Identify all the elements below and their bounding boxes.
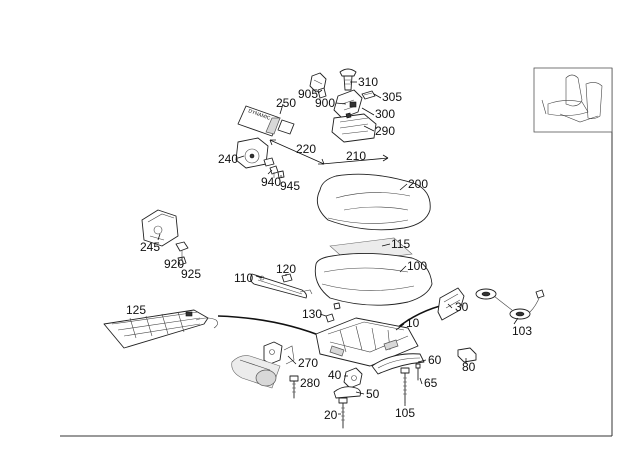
label-925: 925 [181,267,201,281]
label-300: 300 [375,107,395,121]
bolt-280 [289,375,299,399]
clip-130 [325,302,341,323]
label-280: 280 [300,376,320,390]
label-305: 305 [382,90,402,104]
label-270: 270 [298,356,318,370]
bracket-120 [281,273,313,295]
label-120: 120 [276,262,296,276]
bolt-20 [338,397,348,429]
fastener-305 [361,90,376,100]
seat-cushion-frame-100 [314,252,433,306]
connector-cluster-900 [309,72,363,119]
switch-plate-250: DYNAMIC [237,105,295,137]
label-20: 20 [324,408,338,422]
side-bracket-30 [437,287,465,321]
label-945: 945 [280,179,300,193]
seat-base-frame-10 [315,317,419,367]
label-210: 210 [346,149,366,163]
label-30: 30 [455,300,469,314]
label-125: 125 [126,303,146,317]
dimension-arrows [269,139,389,165]
trim-panel-60 [371,353,425,375]
label-10: 10 [406,316,420,330]
label-100: 100 [407,259,427,273]
label-40: 40 [328,368,342,382]
label-240: 240 [218,152,238,166]
motor-unit-240 [235,137,275,169]
label-103: 103 [512,324,532,338]
label-250: 250 [276,96,296,110]
seat-overview-thumbnail [533,67,613,133]
pin-65 [415,363,421,381]
motor-cylinder [231,355,281,389]
sensor-103 [475,288,545,320]
bracket-40 [343,367,363,389]
label-940: 940 [261,175,281,189]
clips-920-925 [175,241,189,266]
label-110: 110 [234,271,253,285]
label-900: 900 [315,96,335,110]
label-220: 220 [296,142,316,156]
side-trim-110 [249,273,307,299]
label-290: 290 [375,124,395,138]
heater-module-245 [141,209,179,247]
label-50: 50 [366,387,380,401]
adjuster-housing-300 [331,112,377,143]
bolt-105 [400,367,410,403]
label-60: 60 [428,353,442,367]
heater-mat-125 [103,309,218,349]
latch-270 [263,341,295,365]
label-80: 80 [462,360,476,374]
label-130: 130 [302,307,322,321]
leader-lines [157,81,519,415]
block-80 [457,347,477,363]
label-310: 310 [358,75,378,89]
part-labels: 310 905 305 250 900 300 290 220 240 210 … [126,75,532,422]
label-115: 115 [391,237,410,251]
fasteners-940-945 [269,165,285,179]
bracket-50 [333,386,361,399]
label-245: 245 [140,240,160,254]
push-clip-310 [339,68,357,91]
label-200: 200 [408,177,428,191]
label-905: 905 [298,87,318,101]
label-105: 105 [395,406,415,420]
label-920: 920 [164,257,184,271]
label-65: 65 [424,376,438,390]
